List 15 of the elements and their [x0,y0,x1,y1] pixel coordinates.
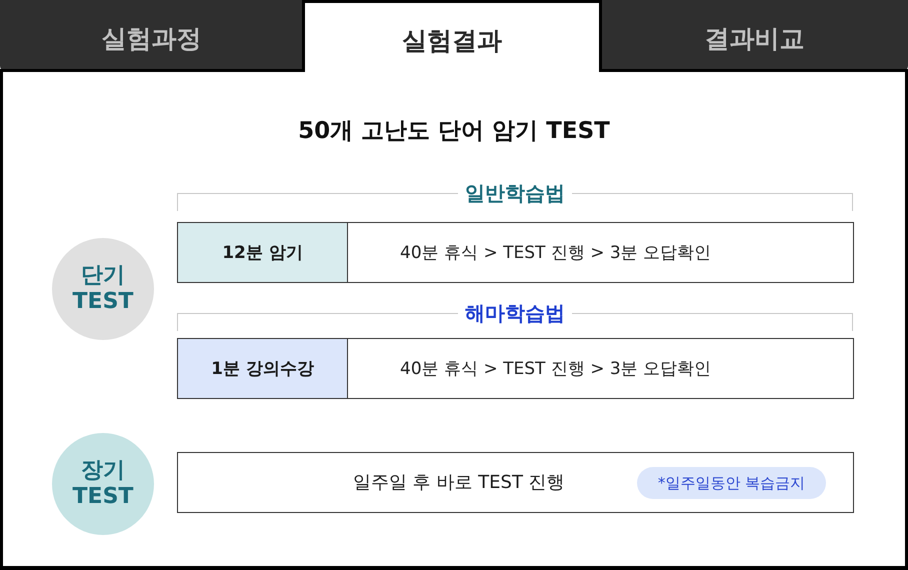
sequence-cell: 40분 휴식 > TEST 진행 > 3분 오답확인 [347,338,854,399]
active-tab: 실험결과 [302,0,602,72]
section-heading: 해마학습법 [465,300,565,326]
tab: 실험과정 [0,0,303,71]
term-circle: 장기 TEST [52,433,154,535]
title: 50개 고난도 단어 암기 TEST [297,117,611,146]
term-circle: 단기 TEST [52,238,154,340]
step-cell: 1분 강의수강 [177,338,348,399]
step-cell: 12분 암기 [177,222,348,283]
tab: 결과비교 [601,0,908,71]
row-text: 일주일 후 바로 TEST 진행 [353,471,565,495]
result-box [177,452,854,513]
section-heading: 일반학습법 [465,180,565,206]
sequence-cell: 40분 휴식 > TEST 진행 > 3분 오답확인 [347,222,854,283]
note-pill: *일주일동안 복습금지 [637,467,826,499]
